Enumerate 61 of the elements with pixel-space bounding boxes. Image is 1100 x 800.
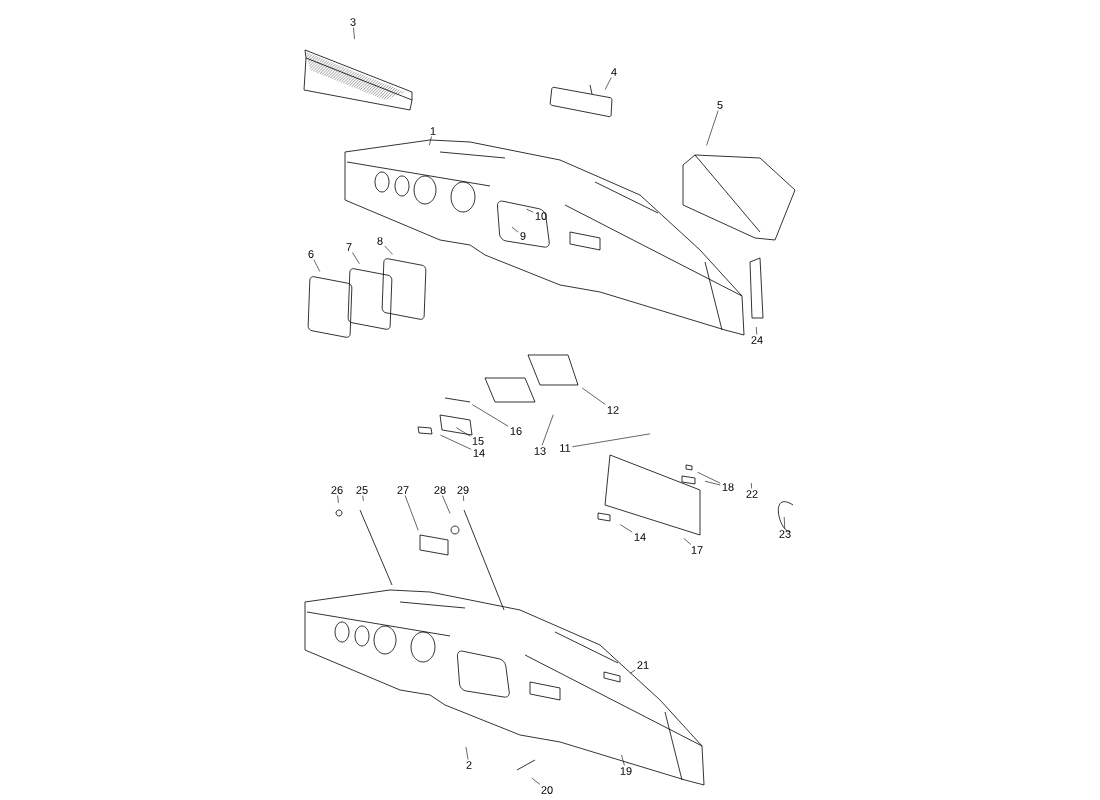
- leader-line: [463, 495, 464, 502]
- callout-number: 10: [535, 212, 547, 220]
- callout-number: 12: [607, 406, 619, 414]
- leader-line: [352, 252, 360, 264]
- leader-line: [404, 495, 419, 531]
- leader-line: [756, 326, 757, 335]
- leader-line: [313, 259, 321, 272]
- callout-number: 6: [308, 250, 314, 258]
- leader-line: [362, 495, 364, 502]
- callout-number: 29: [457, 486, 469, 494]
- leader-line: [541, 414, 554, 446]
- callout-number: 2: [466, 761, 472, 769]
- leader-line: [683, 538, 692, 545]
- callout-number: 14: [473, 449, 485, 457]
- leader-line: [440, 434, 472, 450]
- callout-number: 17: [691, 546, 703, 554]
- leader-line: [697, 471, 721, 484]
- leader-line: [337, 495, 339, 504]
- leader-line: [621, 754, 625, 766]
- callout-number: 26: [331, 486, 343, 494]
- leader-line: [429, 136, 432, 146]
- leader-line: [384, 245, 393, 255]
- callout-number: 11: [560, 444, 571, 452]
- callout-number: 24: [751, 336, 763, 344]
- leader-line: [465, 746, 469, 760]
- callout-number: 8: [377, 237, 383, 245]
- callout-number: 18: [722, 483, 734, 491]
- callout-number: 9: [520, 232, 526, 240]
- callout-number: 5: [717, 101, 723, 109]
- leader-line: [619, 524, 633, 533]
- leader-line: [526, 208, 534, 213]
- leader-line: [706, 110, 719, 146]
- leader-line: [531, 777, 541, 785]
- callout-number: 25: [356, 486, 368, 494]
- callout-number: 7: [346, 243, 352, 251]
- callout-number: 15: [472, 437, 484, 445]
- leader-line: [472, 404, 509, 427]
- leader-line: [704, 480, 721, 486]
- callout-number: 19: [620, 767, 632, 775]
- callout-number: 14: [634, 533, 646, 541]
- callout-number: 21: [637, 661, 649, 669]
- callout-number: 28: [434, 486, 446, 494]
- leader-line: [572, 433, 651, 448]
- callout-number: 4: [611, 68, 617, 76]
- leader-line: [604, 77, 612, 90]
- callout-number: 27: [397, 486, 409, 494]
- leader-line: [442, 495, 451, 514]
- leader-line: [581, 387, 606, 405]
- callout-number: 3: [350, 18, 356, 26]
- leader-line: [751, 482, 752, 489]
- leader-line: [456, 427, 471, 437]
- callout-number: 16: [510, 427, 522, 435]
- callout-number: 23: [779, 530, 791, 538]
- leader-line: [629, 669, 636, 674]
- callout-number: 20: [541, 786, 553, 794]
- leader-line: [511, 226, 519, 233]
- leader-line: [783, 516, 786, 529]
- callout-number: 1: [430, 127, 436, 135]
- callout-number: 13: [534, 447, 546, 455]
- leader-line: [353, 27, 355, 40]
- callout-number: 22: [746, 490, 758, 498]
